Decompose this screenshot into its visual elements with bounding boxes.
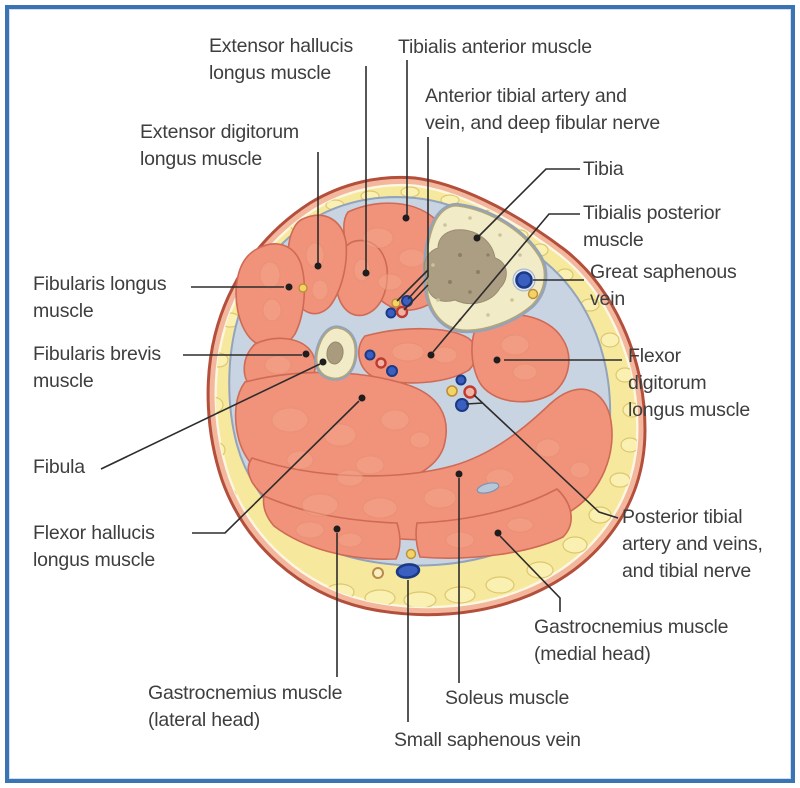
label-line: muscle: [583, 229, 644, 251]
label-line: Anterior tibial artery and: [425, 85, 627, 107]
label-line: Tibialis posterior: [583, 202, 721, 224]
anterior-tibial-vein-shape: [401, 295, 413, 307]
plantaris-tendon-shape: [476, 482, 500, 494]
muscle-gastrocnemius-lateral-head: [262, 494, 401, 560]
sural-nerve-shape: [372, 567, 384, 579]
label-line: Tibia: [583, 158, 624, 180]
label-tibia: Tibia: [583, 156, 624, 183]
leader-dot: [285, 283, 293, 291]
leader-dot: [473, 234, 481, 242]
label-fibularis-brevis: Fibularis brevis muscle: [33, 341, 161, 395]
label-line: muscle: [33, 370, 94, 392]
label-line: Flexor hallucis: [33, 522, 155, 544]
label-extensor-digitorum-longus: Extensor digitorum longus muscle: [140, 119, 299, 173]
vessels-and-nerves: [298, 268, 539, 579]
leader-dot: [333, 525, 341, 533]
superficial-fibular-nerve-shape: [298, 283, 308, 293]
fibula-marrow: [326, 341, 344, 365]
label-line: Gastrocnemius muscle: [148, 682, 343, 704]
label-flexor-hallucis-longus: Flexor hallucis longus muscle: [33, 520, 155, 574]
label-line: and tibial nerve: [622, 560, 752, 582]
label-line: digitorum: [628, 372, 707, 394]
label-small-saphenous-vein: Small saphenous vein: [394, 727, 581, 754]
leader-dots: [285, 214, 502, 537]
fibula-bone: [314, 325, 358, 381]
label-posterior-tibial-neurovascular: Posterior tibial artery and veins, and t…: [622, 504, 763, 585]
posterior-tibial-vein-shape: [455, 374, 467, 386]
label-line: longus muscle: [628, 399, 751, 421]
small-saphenous-vein-shape: [395, 563, 421, 579]
leader-dot: [494, 529, 502, 537]
anterior-tibial-vein-shape: [385, 307, 397, 319]
label-fibularis-longus: Fibularis longus muscle: [33, 271, 167, 325]
label-anterior-tibial-neurovascular: Anterior tibial artery and vein, and dee…: [425, 83, 660, 137]
label-line: Tibialis anterior muscle: [398, 36, 592, 58]
leader-line: [465, 394, 619, 519]
tibia-marrow: [423, 229, 507, 304]
label-line: longus muscle: [209, 62, 332, 84]
leader-dot: [302, 350, 310, 358]
label-gastrocnemius-lateral-head: Gastrocnemius muscle (lateral head): [148, 680, 343, 734]
label-line: longus muscle: [140, 148, 263, 170]
label-line: Fibularis longus: [33, 273, 167, 295]
leader-line: [192, 400, 360, 534]
leader-lines: [100, 60, 622, 722]
label-line: Gastrocnemius muscle: [534, 616, 729, 638]
muscle-texture: [259, 227, 591, 549]
leader-dot: [455, 470, 463, 478]
label-line: Fibula: [33, 456, 85, 478]
label-line: Posterior tibial: [622, 506, 743, 528]
label-tibialis-posterior: Tibialis posterior muscle: [583, 200, 721, 254]
posterior-tibial-vein-shape: [455, 398, 469, 412]
tibial-nerve-shape: [446, 385, 458, 397]
label-line: Extensor hallucis: [209, 35, 354, 57]
label-flexor-digitorum-longus: Flexor digitorum longus muscle: [628, 343, 750, 424]
leader-line: [478, 168, 580, 237]
label-line: Great saphenous: [590, 261, 737, 283]
great-saphenous-vein-shape: [515, 271, 533, 289]
leader-dot: [358, 394, 366, 402]
fibular-vein-shape: [364, 349, 376, 361]
muscle-flexor-digitorum-longus: [471, 313, 570, 403]
label-line: Flexor: [628, 345, 681, 367]
label-line: Extensor digitorum: [140, 121, 299, 143]
leader-dot: [402, 214, 410, 222]
label-tibialis-anterior: Tibialis anterior muscle: [398, 34, 592, 61]
leader-dot: [362, 269, 370, 277]
muscle-fibularis-longus: [235, 243, 306, 349]
label-line: (medial head): [534, 643, 651, 665]
leader-dot: [427, 351, 435, 359]
fibular-vein-shape: [386, 365, 398, 377]
leader-line: [432, 213, 580, 353]
label-extensor-hallucis-longus: Extensor hallucis longus muscle: [209, 33, 353, 87]
label-line: vein: [590, 288, 625, 310]
posterior-tibial-artery-shape: [463, 385, 477, 399]
label-great-saphenous-vein: Great saphenous vein: [590, 259, 737, 313]
label-line: longus muscle: [33, 549, 156, 571]
label-gastrocnemius-medial-head: Gastrocnemius muscle (medial head): [534, 614, 729, 668]
leader-line: [100, 363, 321, 470]
leader-dot: [493, 356, 501, 364]
fibular-artery-shape: [375, 357, 387, 369]
leader-line: [396, 137, 429, 311]
label-line: artery and veins,: [622, 533, 763, 555]
label-fibula: Fibula: [33, 454, 85, 481]
leader-dot: [314, 262, 322, 270]
label-line: (lateral head): [148, 709, 261, 731]
leader-dot: [319, 358, 327, 366]
label-line: Small saphenous vein: [394, 729, 581, 751]
saphenous-nerve-shape: [527, 288, 539, 300]
leader-line: [499, 535, 561, 612]
label-line: muscle: [33, 300, 94, 322]
label-line: vein, and deep fibular nerve: [425, 112, 661, 134]
label-line: Fibularis brevis: [33, 343, 161, 365]
label-soleus: Soleus muscle: [445, 685, 569, 712]
nerve-shape: [405, 548, 417, 560]
label-line: Soleus muscle: [445, 687, 570, 709]
tibia-bone: [423, 202, 548, 334]
